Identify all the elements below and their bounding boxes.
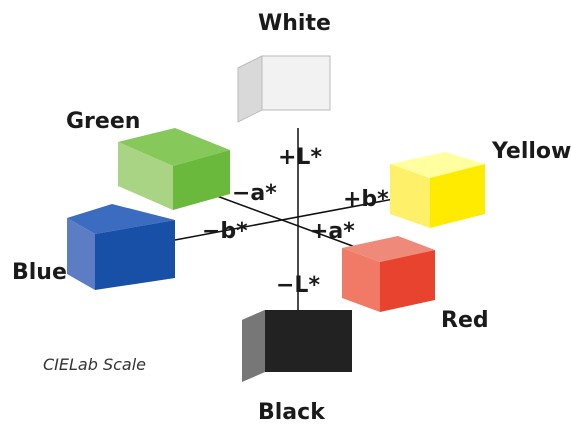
b-axis-line [174,194,416,241]
plus-a-label: +a* [310,219,355,244]
yellow-cube-top [390,152,485,178]
green-cube-side [118,142,173,210]
white-cube-front [261,55,331,111]
yellow-cube [390,152,485,228]
green-cube-top [118,128,230,166]
blue-cube-top [67,204,175,234]
red-label: Red [441,308,489,333]
white-label: White [258,11,331,36]
black-cube-side [242,310,265,382]
green-cube-front [173,150,230,210]
green-label: Green [66,109,140,134]
blue-label: Blue [12,260,67,285]
white-cube-side [237,55,263,123]
minus-l-label: −L* [276,273,320,298]
plus-b-label: +b* [343,187,389,212]
blue-cube [67,204,175,290]
white-cube [237,55,331,123]
minus-a-label: −a* [232,181,277,206]
green-cube [118,128,230,210]
plus-l-label: +L* [278,145,322,170]
red-cube-front [380,250,435,312]
black-label: Black [258,400,326,425]
minus-b-label: −b* [202,219,248,244]
blue-cube-side [67,218,95,290]
black-cube [242,310,352,382]
yellow-cube-front [430,164,485,228]
blue-cube-front [95,220,175,290]
yellow-cube-side [390,164,430,228]
caption: CIELab Scale [43,355,146,374]
red-cube [342,236,435,312]
yellow-label: Yellow [491,139,571,164]
black-cube-front [265,310,352,372]
red-cube-top [342,236,435,262]
red-cube-side [342,248,380,312]
